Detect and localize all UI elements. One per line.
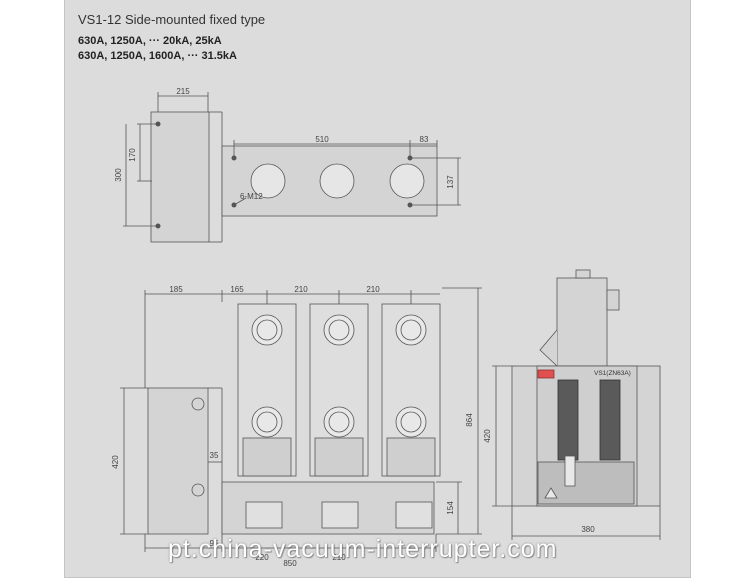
dim-220: 220	[255, 553, 269, 562]
dim-510: 510	[315, 135, 329, 144]
dim-420-side: 420	[483, 429, 492, 443]
dim-185: 185	[169, 285, 183, 294]
side-panel-bar	[557, 379, 579, 461]
top-plate	[150, 111, 210, 243]
dim-420-front: 420	[111, 455, 120, 469]
front-pole	[309, 303, 369, 477]
dim-137: 137	[446, 175, 455, 189]
drawing-title: VS1-12 Side-mounted fixed type	[78, 12, 266, 27]
front-pole	[381, 303, 441, 477]
front-bracket	[147, 387, 209, 535]
top-pole-circle	[319, 163, 355, 199]
red-indicator	[537, 369, 555, 379]
bolt-label: 6-M12	[240, 192, 263, 201]
side-panel-bar	[599, 379, 621, 461]
front-pole	[237, 303, 297, 477]
warning-icon	[544, 487, 558, 499]
dim-83: 83	[420, 135, 429, 144]
dim-210-a: 210	[294, 285, 308, 294]
dim-215: 215	[176, 87, 190, 96]
side-pole	[556, 277, 608, 367]
top-pole-circle	[389, 163, 425, 199]
side-view: VS1(ZN63A) 420 380	[483, 269, 661, 540]
dim-380: 380	[581, 525, 595, 534]
dim-95: 95	[210, 539, 219, 548]
dim-850: 850	[283, 559, 297, 568]
dim-210-bottom: 210	[332, 553, 346, 562]
top-view: 215 170 300 510 83 137 6-M12	[114, 87, 461, 243]
dim-864: 864	[465, 413, 474, 427]
spec-line-2: 630A, 1250A, 1600A, ··· 31.5kA	[78, 50, 237, 62]
dim-35: 35	[210, 451, 219, 460]
front-view: 185 165 210 210 420 35 864 154 95 220 21…	[111, 285, 482, 568]
dim-170: 170	[128, 148, 137, 162]
nameplate-label: VS1(ZN63A)	[594, 370, 631, 377]
top-pole-circle	[250, 163, 286, 199]
front-hole	[191, 483, 205, 497]
dim-210-b: 210	[366, 285, 380, 294]
watermark-text: pt.china-vacuum-interrupter.com	[168, 535, 558, 563]
dim-165: 165	[230, 285, 244, 294]
dim-300: 300	[114, 168, 123, 182]
front-hole	[191, 397, 205, 411]
dim-154: 154	[446, 501, 455, 515]
spec-line-1: 630A, 1250A, ··· 20kA, 25kA	[78, 35, 222, 47]
